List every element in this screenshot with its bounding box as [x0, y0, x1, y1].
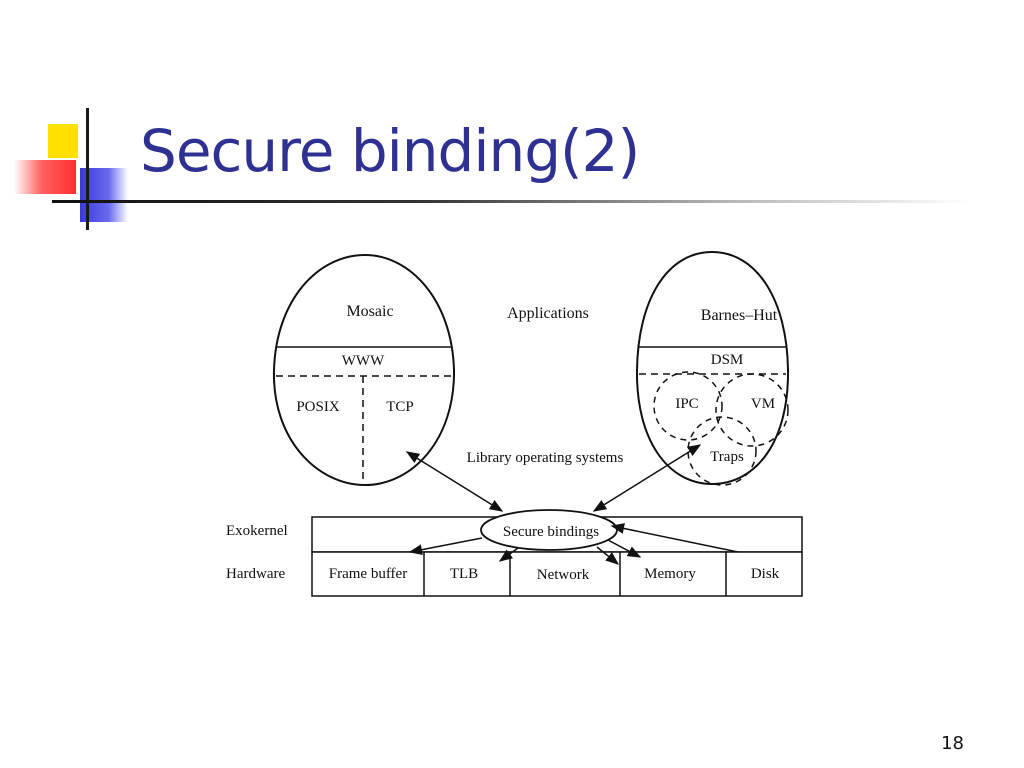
hw-frame-buffer: Frame buffer [329, 566, 407, 582]
hw-tlb: TLB [450, 566, 478, 582]
slide-title: Secure binding(2) [140, 117, 640, 185]
left-app-egg: Mosaic WWW POSIX TCP [272, 253, 456, 487]
right-lib-vm: VM [751, 396, 775, 412]
decor-vertical-line [86, 108, 89, 230]
left-app-name: Mosaic [346, 303, 393, 320]
right-app-name: Barnes–Hut [701, 307, 778, 324]
left-app-layer: WWW [342, 353, 385, 369]
right-lib-traps: Traps [710, 449, 744, 465]
library-os-label: Library operating systems [467, 450, 624, 466]
right-app-egg: Barnes–Hut DSM IPC VM Traps [635, 250, 790, 486]
exokernel-label: Exokernel [226, 523, 288, 539]
right-app-layer: DSM [711, 352, 744, 368]
title-underline [52, 200, 972, 203]
decor-yellow-square [48, 124, 78, 158]
left-lib-posix: POSIX [296, 399, 340, 415]
right-lib-ipc: IPC [675, 396, 698, 412]
secure-bindings-label: Secure bindings [503, 524, 599, 540]
binding-arrows [405, 444, 739, 565]
left-lib-tcp: TCP [386, 399, 414, 415]
hw-memory: Memory [644, 566, 696, 582]
hw-disk: Disk [751, 566, 780, 582]
page-number: 18 [941, 733, 964, 754]
decor-red-square [14, 160, 76, 194]
hw-network: Network [537, 567, 590, 583]
hardware-label: Hardware [226, 566, 285, 582]
applications-label: Applications [507, 305, 589, 322]
